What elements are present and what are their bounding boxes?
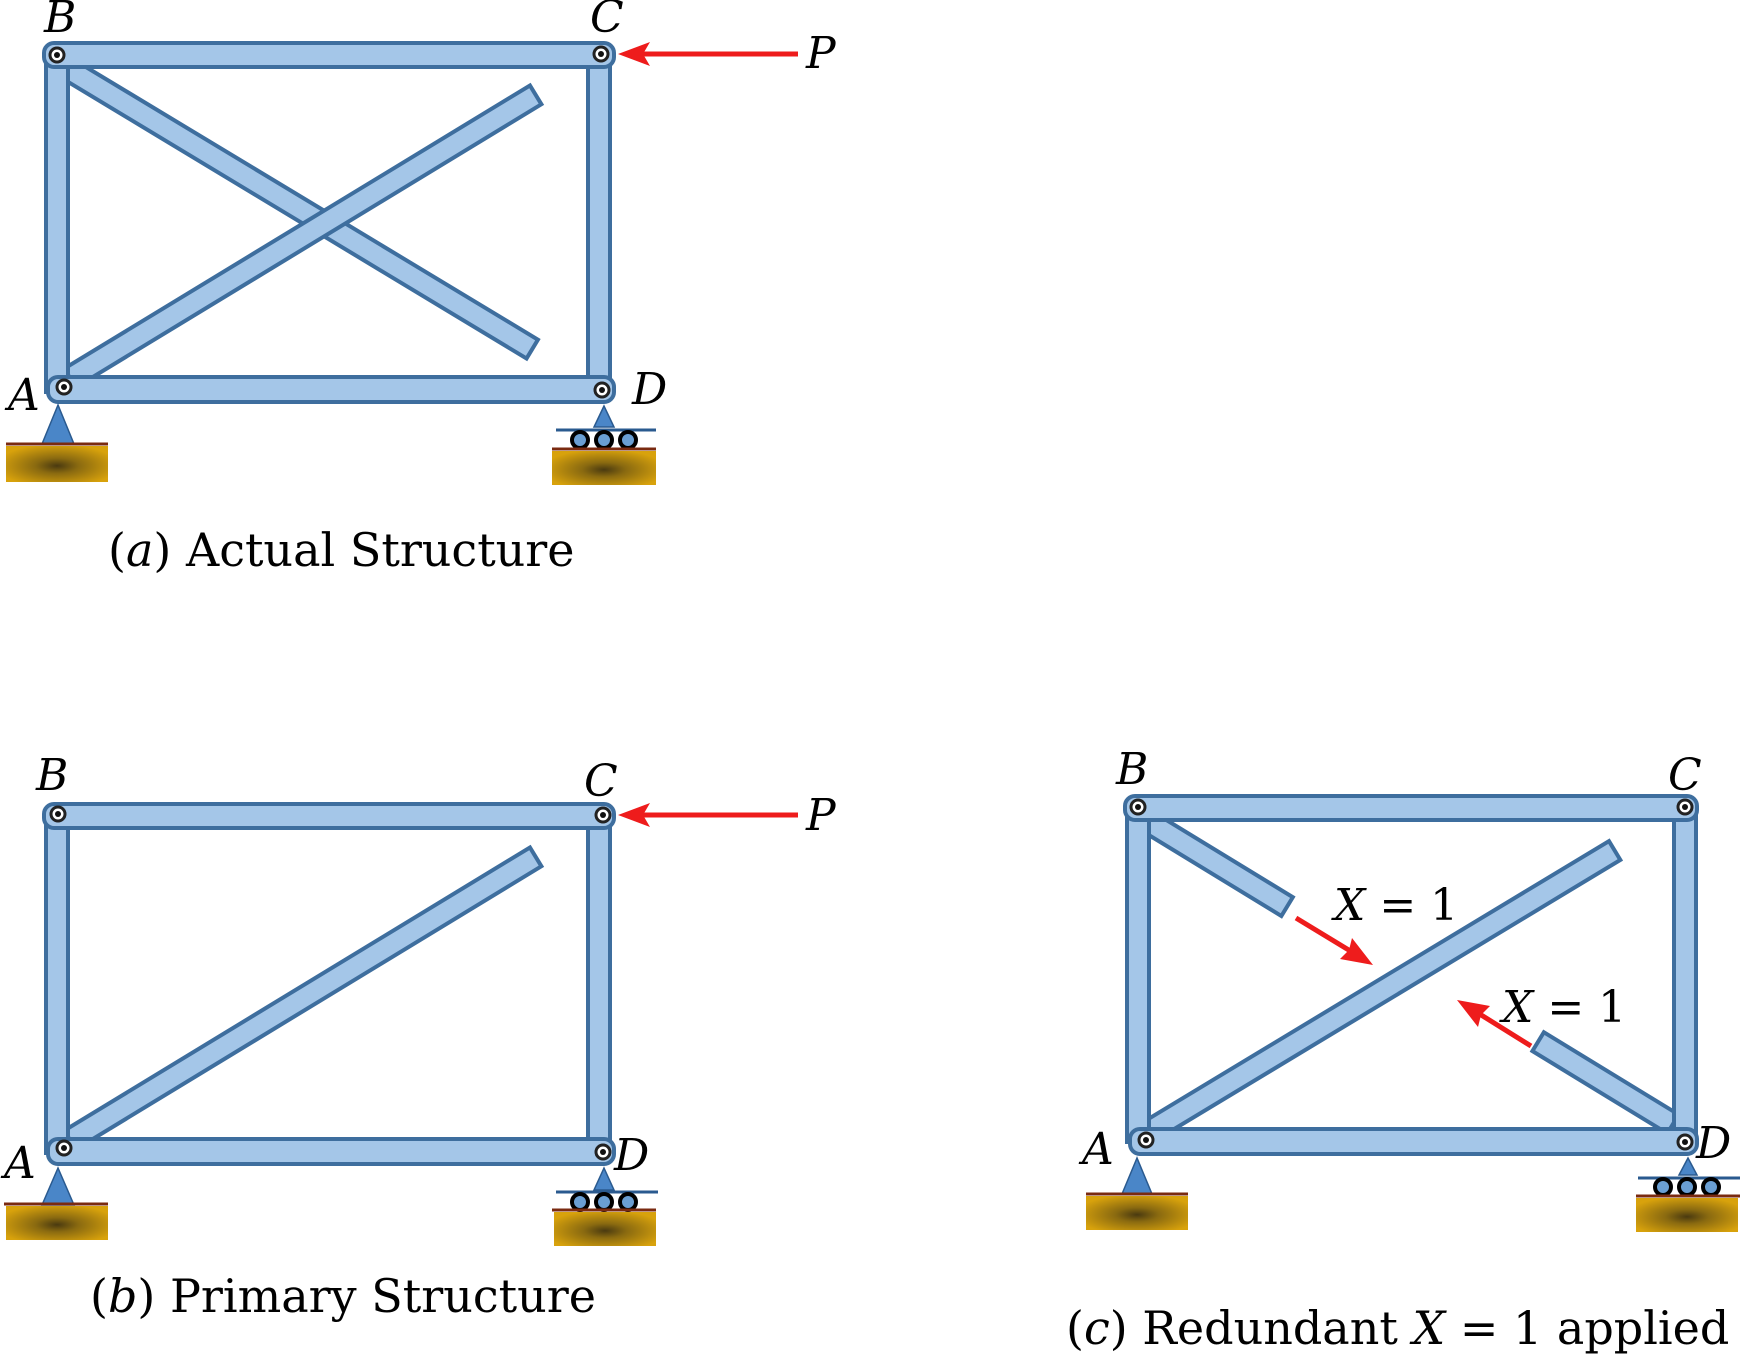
vertical-member-cd <box>1672 803 1698 1144</box>
redundant-arrow-icon <box>1294 915 1373 965</box>
joint-label-c: C <box>1668 750 1702 801</box>
vertical-member-cd <box>586 50 612 394</box>
caption-c: (c) Redundant X = 1 applied <box>1066 1301 1729 1355</box>
caption-a: (a) Actual Structure <box>108 523 575 577</box>
joint-label-d: D <box>631 364 667 415</box>
diagonal-member-ac <box>61 844 545 1153</box>
load-arrow-icon <box>618 42 798 66</box>
pin-support-icon <box>1086 1156 1188 1230</box>
panel-a: P B C A D (a) Actual Structure <box>4 0 837 577</box>
redundant-label-upper: X = 1 <box>1331 880 1458 931</box>
vertical-member-ab <box>44 50 70 394</box>
diagonal-member-bd <box>54 53 541 362</box>
joint-label-b: B <box>35 750 68 801</box>
top-chord-bc <box>1123 794 1699 822</box>
bottom-chord-ad <box>46 375 616 404</box>
roller-support-icon <box>552 1166 658 1246</box>
vertical-member-ab <box>44 811 70 1155</box>
pin-joint-icon <box>48 45 611 399</box>
diagonal-member-ac <box>61 82 545 391</box>
pin-joint-icon <box>1129 798 1694 1151</box>
pin-joint-icon <box>49 805 612 1161</box>
joint-label-d: D <box>613 1130 649 1181</box>
joint-label-b: B <box>43 0 76 43</box>
roller-support-icon <box>1636 1156 1740 1232</box>
joint-label-d: D <box>1695 1118 1731 1169</box>
joint-label-a: A <box>1078 1124 1114 1175</box>
top-chord-bc <box>42 802 616 830</box>
load-arrow-icon <box>618 803 798 827</box>
caption-b: (b) Primary Structure <box>90 1269 596 1323</box>
bottom-chord-ad <box>46 1137 616 1166</box>
vertical-member-ab <box>1125 803 1151 1144</box>
load-label-p: P <box>805 790 837 841</box>
vertical-member-cd <box>586 811 612 1155</box>
load-label-p: P <box>805 28 837 79</box>
cut-member-b-end <box>1133 805 1296 919</box>
redundant-label-lower: X = 1 <box>1499 982 1626 1033</box>
panel-b: P B C A D (b) Primary Structure <box>0 750 837 1323</box>
panel-c: X = 1 X = 1 B C A D (c) Redundant X = 1 … <box>1066 744 1740 1355</box>
bottom-chord-ad <box>1128 1127 1699 1156</box>
joint-label-a: A <box>4 370 40 421</box>
joint-label-a: A <box>0 1138 36 1189</box>
joint-label-c: C <box>590 0 624 43</box>
pin-support-icon <box>4 1166 108 1240</box>
top-chord-bc <box>42 41 616 69</box>
joint-label-c: C <box>584 756 618 807</box>
joint-label-b: B <box>1115 744 1148 795</box>
pin-support-icon <box>6 403 108 482</box>
cut-member-d-end <box>1529 1029 1682 1137</box>
redundant-arrow-icon <box>1457 1000 1533 1049</box>
roller-support-icon <box>552 404 656 485</box>
